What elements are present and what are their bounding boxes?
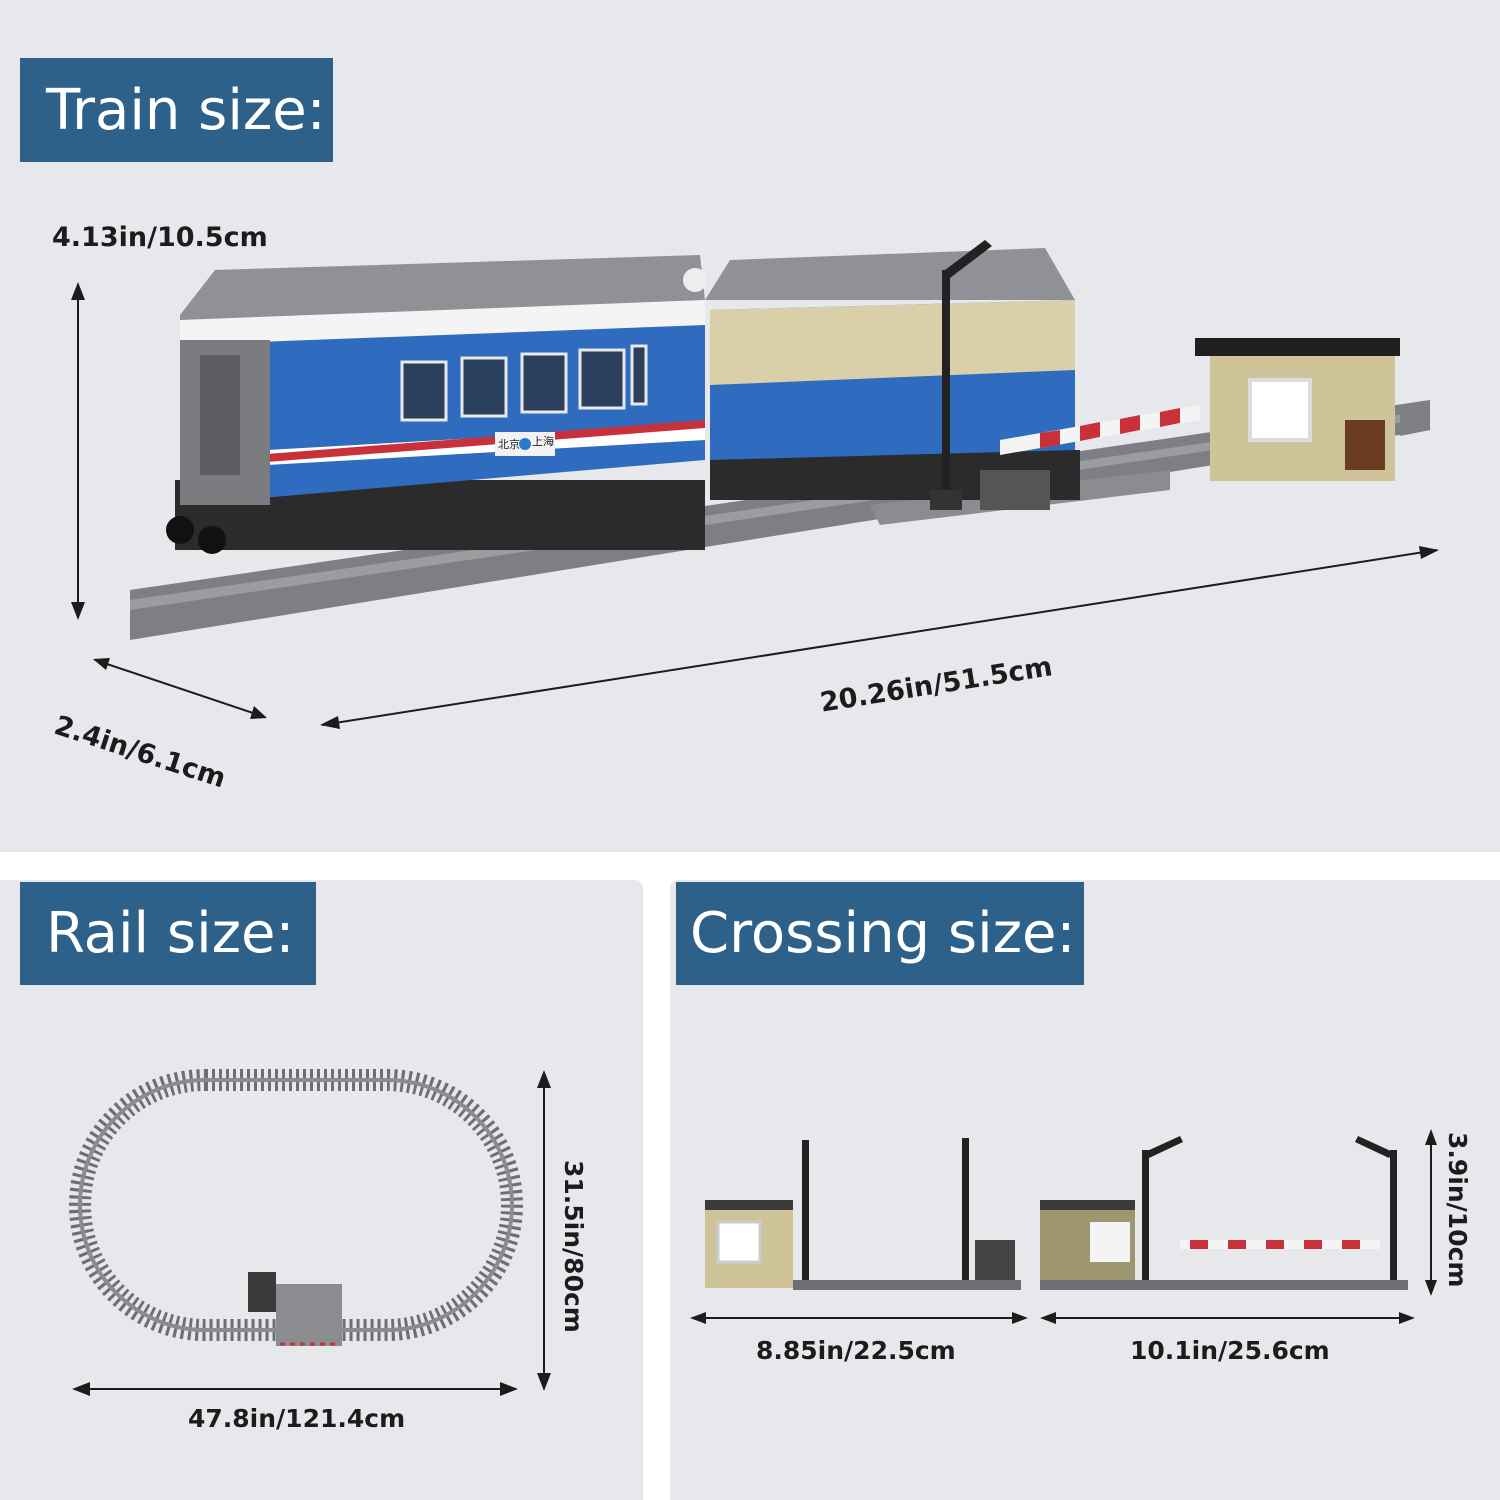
crossing-height-label: 3.9in/10cm <box>1443 1132 1472 1288</box>
crossing-barrier <box>980 405 1200 510</box>
rail-height-label: 31.5in/80cm <box>559 1160 588 1333</box>
sign-from: 北京 <box>498 437 520 451</box>
lamp-post <box>930 240 992 510</box>
rail-width-label: 47.8in/121.4cm <box>188 1404 406 1433</box>
locomotive <box>683 248 1080 500</box>
crossing-width-a-label: 8.85in/22.5cm <box>756 1336 956 1365</box>
crossing-size-title: Crossing size: <box>676 882 1084 985</box>
train-dimension-arrows <box>71 282 1439 729</box>
crossing-booth <box>1195 338 1400 481</box>
rail-oval <box>69 1069 523 1346</box>
rail-dimension-arrows <box>72 1070 551 1396</box>
train-height-label: 4.13in/10.5cm <box>52 222 268 253</box>
crossing-side-view-b <box>1040 1136 1408 1290</box>
rail-size-title: Rail size: <box>20 882 316 985</box>
crossing-width-b-label: 10.1in/25.6cm <box>1130 1336 1330 1365</box>
sign-to: 上海 <box>532 434 554 448</box>
passenger-car: 北京 上海 <box>166 255 705 554</box>
crossing-side-view-a <box>705 1138 1021 1290</box>
train-track <box>130 400 1430 640</box>
train-size-title: Train size: <box>20 58 333 162</box>
crossing-dimension-arrows <box>690 1129 1437 1324</box>
